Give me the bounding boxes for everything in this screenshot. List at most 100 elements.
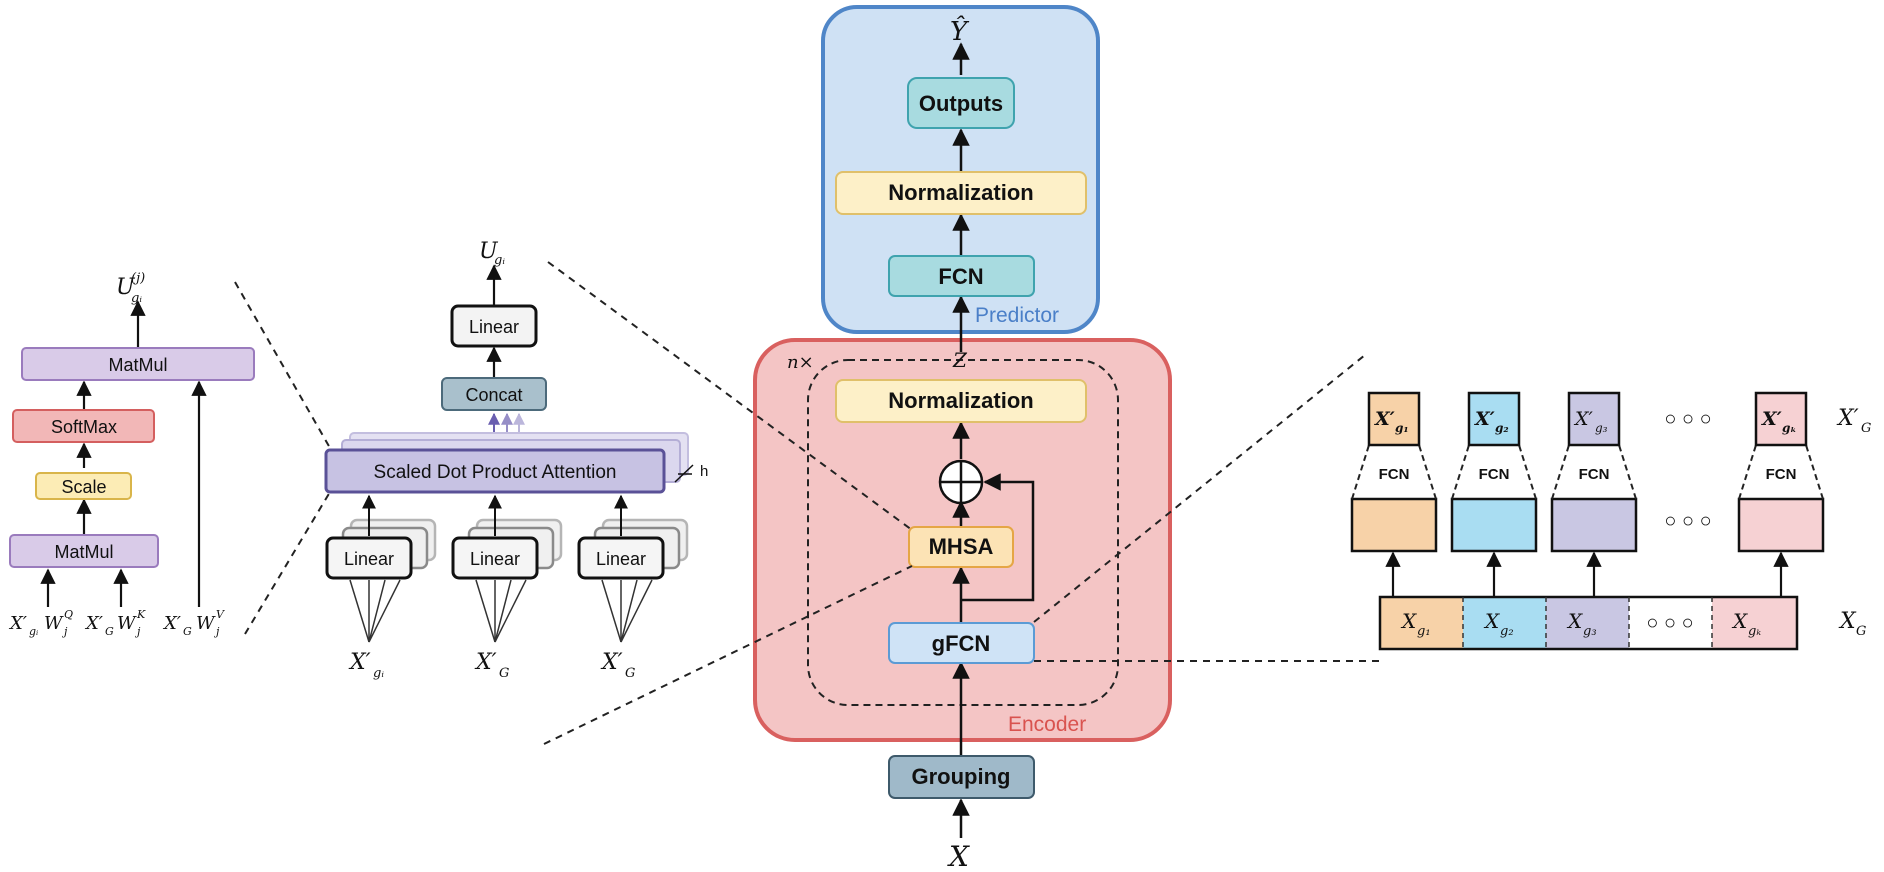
svg-text:Scale: Scale	[61, 477, 106, 497]
mhsa-box: MHSA	[908, 526, 1014, 568]
svg-text:FCN: FCN	[1579, 466, 1610, 483]
svg-text:gᵢ: gᵢ	[131, 291, 142, 306]
group-input-ellipsis: ○ ○ ○	[1646, 612, 1693, 634]
svg-text:FCN: FCN	[1766, 466, 1797, 483]
sdpa-input-k: X′ G W K j	[84, 608, 146, 638]
scale-box: Scale	[35, 472, 132, 500]
linear-stack-2: Linear	[451, 518, 563, 580]
svg-text:X′: X′	[1573, 408, 1594, 430]
svg-text:Normalization: Normalization	[888, 180, 1033, 205]
svg-text:X′: X′	[348, 650, 371, 675]
group-fcn-1: FCN X′ g₁	[1350, 391, 1438, 553]
svg-text:X′: X′	[474, 650, 497, 675]
xg-label: X G	[1838, 609, 1866, 639]
group-fcn-k: FCN X′ gₖ	[1737, 391, 1825, 553]
svg-text:W: W	[196, 613, 216, 634]
svg-text:g₃: g₃	[1583, 624, 1597, 639]
svg-text:g₁: g₁	[1395, 421, 1409, 435]
svg-text:gₖ: gₖ	[1748, 624, 1761, 639]
predictor-normalization-box: Normalization	[835, 171, 1087, 215]
concat-box: Concat	[441, 377, 547, 411]
mha-linear-top-box: Linear	[450, 304, 538, 348]
mha-input-1: X′ gᵢ	[348, 650, 384, 681]
svg-text:g₃: g₃	[1595, 421, 1608, 435]
group-input-1: X g₁	[1400, 609, 1431, 639]
mha-detail: U gᵢ Linear Concat Scaled Dot Product At…	[324, 239, 708, 681]
mha-input-3: X′ G	[600, 650, 635, 681]
svg-text:X′: X′	[1374, 408, 1395, 430]
svg-text:j: j	[213, 625, 220, 638]
svg-text:Outputs: Outputs	[919, 91, 1003, 116]
svg-text:X′: X′	[1761, 408, 1782, 430]
group-fcn-ellipsis: ○ ○ ○	[1664, 510, 1711, 532]
x-input-label: X	[947, 840, 970, 872]
svg-text:gᵢ: gᵢ	[373, 666, 384, 681]
svg-text:G: G	[1861, 421, 1871, 436]
svg-text:G: G	[1856, 624, 1866, 639]
svg-text:MatMul: MatMul	[108, 355, 167, 375]
svg-text:X′: X′	[84, 613, 103, 634]
mha-output-label: U gᵢ	[479, 239, 505, 268]
svg-text:W: W	[44, 613, 64, 634]
matmul-top-box: MatMul	[21, 347, 255, 381]
group-output-ellipsis: ○ ○ ○	[1664, 408, 1711, 430]
svg-text:X: X	[1483, 609, 1500, 633]
svg-text:j: j	[61, 625, 68, 638]
svg-text:G: G	[625, 666, 635, 681]
svg-text:X′: X′	[1836, 406, 1859, 431]
svg-text:gₖ: gₖ	[1782, 421, 1797, 435]
grouping-box: Grouping	[888, 755, 1035, 799]
group-input-strip: X g₁ X g₂ X g₃ ○ ○ ○ X gₖ	[1378, 595, 1799, 651]
residual-add-icon	[938, 459, 984, 505]
svg-text:X′: X′	[8, 613, 27, 634]
group-input-3: X g₃	[1566, 609, 1597, 639]
svg-text:U: U	[479, 239, 499, 264]
sdpa-input-q: X′ gᵢ W Q j	[8, 608, 73, 638]
svg-text:X: X	[1731, 609, 1748, 633]
predictor-fcn-box: FCN	[888, 255, 1035, 297]
sdpa-output-label: U (j) gᵢ	[116, 271, 145, 306]
svg-text:FCN: FCN	[938, 264, 983, 289]
svg-text:g₂: g₂	[1495, 421, 1509, 435]
svg-text:X: X	[1566, 609, 1583, 633]
svg-text:(j): (j)	[131, 271, 145, 286]
svg-text:Linear: Linear	[344, 549, 394, 569]
zoom-connectors	[234, 261, 1380, 745]
svg-text:G: G	[499, 666, 509, 681]
svg-text:K: K	[136, 608, 146, 621]
svg-text:X: X	[1400, 609, 1417, 633]
group-fcn-3: FCN X′ g₃	[1550, 391, 1638, 553]
repeat-frame	[807, 359, 1119, 706]
svg-text:X′: X′	[600, 650, 623, 675]
svg-text:gᵢ: gᵢ	[494, 253, 505, 268]
svg-text:Linear: Linear	[469, 317, 519, 337]
svg-text:V: V	[216, 608, 225, 621]
gfcn-detail: X g₁ X g₂ X g₃ ○ ○ ○ X gₖ X G X′ G	[1350, 391, 1871, 651]
outputs-box: Outputs	[907, 77, 1015, 129]
svg-text:G: G	[105, 625, 114, 638]
y-hat-label: Ŷ	[950, 15, 970, 47]
svg-text:j: j	[134, 625, 141, 638]
svg-text:Linear: Linear	[596, 549, 646, 569]
encoder-normalization-box: Normalization	[835, 379, 1087, 423]
svg-text:X′: X′	[162, 613, 181, 634]
svg-text:g₁: g₁	[1417, 624, 1431, 639]
sdpa-input-v: X′ G W V j	[162, 608, 225, 638]
linear-stack-3: Linear	[577, 518, 689, 580]
svg-text:Q: Q	[64, 608, 73, 621]
svg-text:SoftMax: SoftMax	[51, 417, 117, 437]
svg-text:G: G	[183, 625, 192, 638]
predictor-caption: Predictor	[975, 304, 1059, 327]
mha-input-2: X′ G	[474, 650, 509, 681]
softmax-box: SoftMax	[12, 409, 155, 443]
svg-text:Scaled Dot Product Attention: Scaled Dot Product Attention	[374, 462, 617, 483]
gfcn-box: gFCN	[888, 622, 1035, 664]
sdpa-detail: U (j) gᵢ MatMul SoftMax Scale MatMu	[8, 271, 255, 638]
svg-text:gFCN: gFCN	[932, 631, 991, 656]
svg-text:X: X	[1838, 609, 1857, 634]
xg-prime-label: X′ G	[1836, 406, 1871, 436]
group-fcn-2: FCN X′ g₂	[1450, 391, 1538, 553]
svg-text:Concat: Concat	[465, 385, 522, 405]
sdpa-box: Scaled Dot Product Attention	[324, 448, 666, 494]
